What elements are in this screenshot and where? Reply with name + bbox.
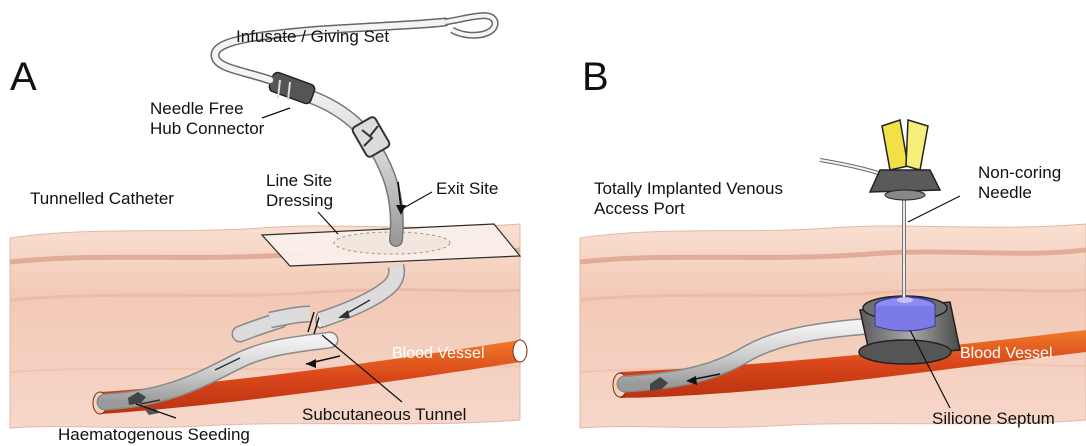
non-coring-label-1: Non-coring xyxy=(978,163,1061,182)
silicone-septum-label: Silicone Septum xyxy=(932,409,1055,428)
non-coring-label-2: Needle xyxy=(978,183,1032,202)
tunnelled-catheter-label: Tunnelled Catheter xyxy=(30,189,174,208)
exit-site-label: Exit Site xyxy=(436,179,498,198)
panel-a-letter: A xyxy=(10,55,37,99)
panel-a: A Blood Vessel xyxy=(10,16,527,444)
panel-b: B Blood Vessel xyxy=(580,55,1086,428)
haematogenous-seeding-label: Haematogenous Seeding xyxy=(58,425,250,444)
blood-vessel-label-b: Blood Vessel xyxy=(960,345,1053,362)
line-site-label-1: Line Site xyxy=(266,171,332,190)
line-site-label-2: Dressing xyxy=(266,191,333,210)
leader-exit-a xyxy=(400,192,432,210)
port-label-1: Totally Implanted Venous xyxy=(594,179,783,198)
needle-free-label-2: Hub Connector xyxy=(150,119,265,138)
panel-b-letter: B xyxy=(582,55,609,99)
implanted-port-b xyxy=(859,296,960,364)
leader-needle-b xyxy=(908,196,960,222)
needle-free-label-1: Needle Free xyxy=(150,99,244,118)
infusate-label: Infusate / Giving Set xyxy=(236,27,389,46)
port-label-2: Access Port xyxy=(594,199,685,218)
blood-vessel-label-a: Blood Vessel xyxy=(392,345,485,362)
subcutaneous-tunnel-label: Subcutaneous Tunnel xyxy=(302,405,466,424)
leader-hub-a xyxy=(262,108,290,118)
